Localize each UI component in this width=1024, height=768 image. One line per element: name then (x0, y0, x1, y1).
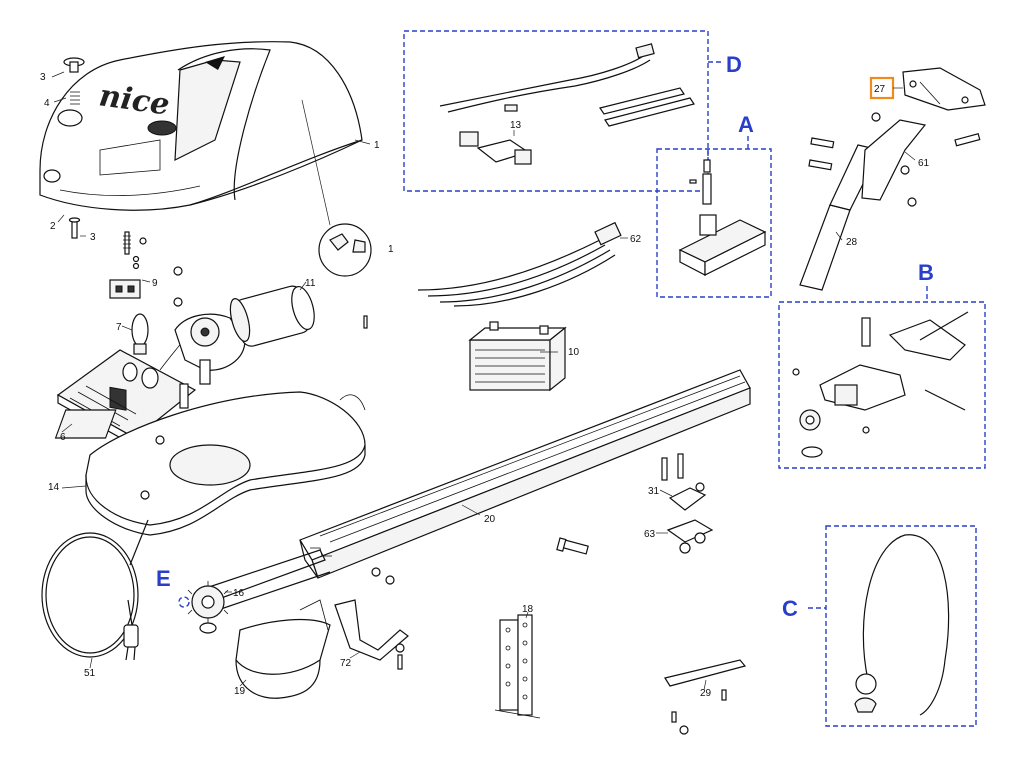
part-number-labels: 1 1 2 3 3 4 6 7 9 10 11 13 14 16 18 19 2… (40, 72, 930, 699)
release-lever (664, 659, 747, 735)
callout-letters: D A B C E (156, 52, 934, 621)
label-part-19: 19 (234, 686, 246, 697)
chain-sprocket (178, 549, 331, 634)
callout-c: C (782, 596, 798, 621)
connector-block (109, 279, 141, 299)
callout-a: A (738, 112, 754, 137)
label-part-4: 4 (44, 98, 50, 109)
detail-box-a (656, 136, 772, 298)
detail-box-c (808, 525, 977, 727)
transformer (468, 321, 567, 392)
label-part-20: 20 (484, 514, 496, 525)
sprocket-cover (235, 599, 331, 699)
label-part-7: 7 (116, 322, 122, 333)
label-part-28: 28 (846, 237, 858, 248)
label-part-62: 62 (630, 234, 642, 245)
label-part-6: 6 (60, 432, 66, 443)
hanger-bracket (661, 453, 707, 511)
label-part-16: 16 (233, 588, 245, 599)
label-part-18: 18 (522, 604, 534, 615)
callout-d: D (726, 52, 742, 77)
bulb-part (131, 313, 149, 355)
label-part-63: 63 (644, 529, 656, 540)
label-part-3b: 3 (90, 232, 96, 243)
bolt (556, 537, 589, 555)
label-part-14: 14 (48, 482, 60, 493)
label-part-51: 51 (84, 668, 96, 679)
label-part-3a: 3 (40, 72, 46, 83)
knob-part (63, 57, 85, 239)
small-hardware (123, 231, 368, 329)
label-part-1a: 1 (374, 140, 380, 151)
motor-cover: nice (39, 41, 363, 211)
detail-box-b (778, 286, 986, 469)
leader-lines (51, 71, 916, 691)
mounting-plate (666, 519, 714, 554)
label-part-13: 13 (510, 120, 522, 131)
base-plate (54, 391, 366, 536)
label-part-27: 27 (874, 84, 886, 95)
label-part-2: 2 (50, 221, 56, 232)
rail-bracket (334, 567, 409, 670)
rail (299, 369, 751, 579)
callout-e: E (156, 566, 171, 591)
gear-motor (174, 285, 315, 409)
door-arm-assembly (799, 67, 986, 291)
label-part-31: 31 (648, 486, 660, 497)
label-part-29: 29 (700, 688, 712, 699)
detail-box-d (403, 30, 722, 192)
wire-harness (417, 221, 622, 307)
lens-clip (301, 99, 372, 277)
label-part-10: 10 (568, 347, 580, 358)
label-part-72: 72 (340, 658, 352, 669)
label-part-11: 11 (305, 278, 316, 289)
label-part-61: 61 (918, 158, 930, 169)
label-part-1b: 1 (388, 244, 394, 255)
power-cable (41, 519, 149, 661)
label-part-9: 9 (152, 278, 158, 289)
callout-b: B (918, 260, 934, 285)
vertical-bracket (494, 614, 541, 719)
